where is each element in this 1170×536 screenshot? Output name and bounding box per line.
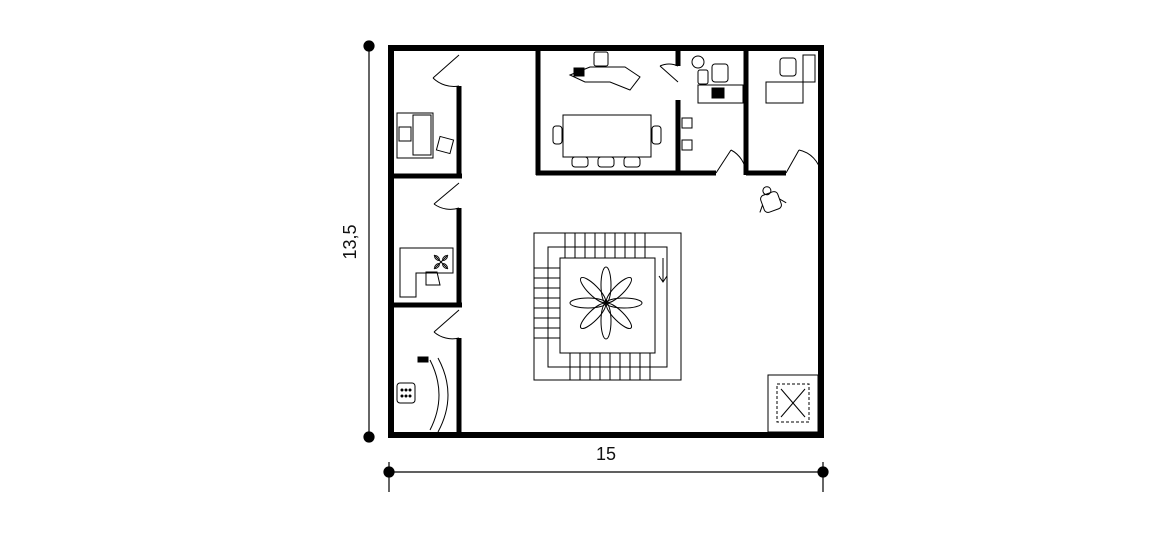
plant-icon [691, 55, 705, 69]
office-middle-left-furniture [399, 247, 454, 298]
meeting-room-furniture [552, 51, 662, 168]
decorative-plant-icon [569, 266, 643, 340]
lounge-chair [759, 186, 787, 213]
outer-walls [388, 45, 824, 438]
width-dimension-label: 15 [596, 444, 616, 464]
elevator [767, 374, 819, 433]
interior-walls [391, 48, 786, 435]
reception-furniture [396, 356, 449, 433]
small-office-furniture [681, 55, 744, 151]
spiral-staircase [533, 232, 682, 381]
office-top-left-furniture [396, 112, 455, 159]
office-top-right-furniture [765, 54, 816, 104]
width-dimension [383, 462, 829, 492]
doors [432, 54, 822, 340]
height-dimension [363, 40, 375, 443]
height-dimension-label: 13,5 [340, 224, 360, 259]
plant-icon [433, 254, 449, 270]
